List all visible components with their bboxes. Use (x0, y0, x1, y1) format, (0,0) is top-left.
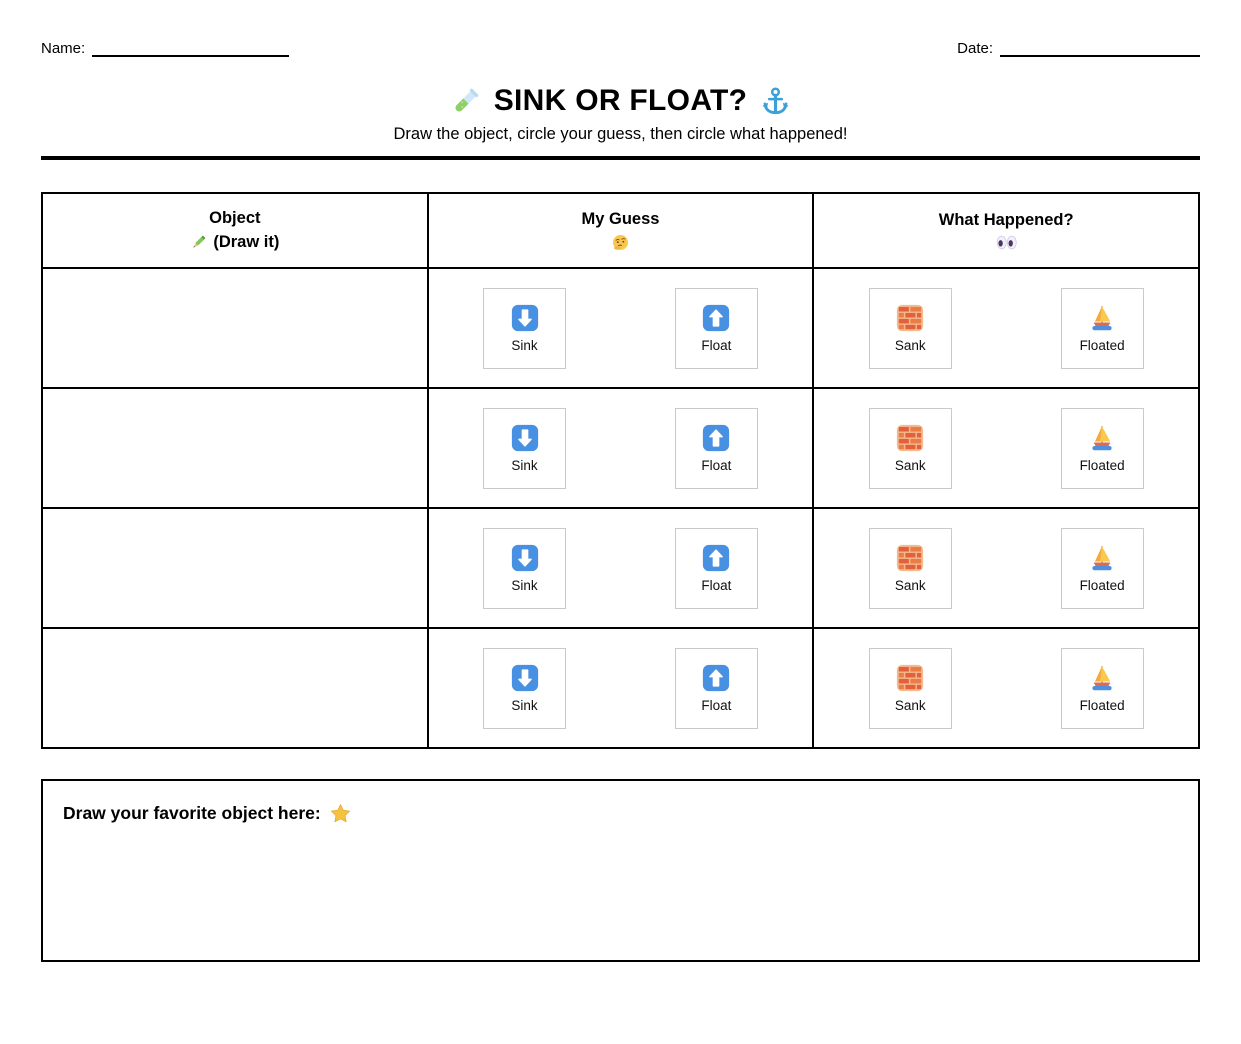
sank-option-box[interactable]: Sank (868, 647, 952, 729)
name-input-line[interactable] (92, 54, 290, 57)
sank-label: Sank (894, 337, 926, 353)
fields-row: Name: Date: (41, 40, 1200, 57)
float-option-box[interactable]: Float (674, 287, 758, 369)
down-arrow-icon (511, 304, 538, 331)
table-row: Sink Float (41, 387, 1200, 509)
floated-option-box[interactable]: Floated (1060, 407, 1144, 489)
sink-option-box[interactable]: Sink (483, 407, 567, 489)
thinking-face-icon (613, 235, 628, 250)
happened-header-title: What Happened? (938, 211, 1074, 229)
float-label: Float (701, 337, 732, 353)
column-header-object: Object (Draw it) (41, 192, 429, 269)
sank-option-box[interactable]: Sank (868, 407, 952, 489)
column-header-guess: My Guess (426, 192, 815, 269)
test-tube-icon (455, 88, 478, 111)
object-draw-cell[interactable] (41, 507, 429, 629)
favorite-object-label: Draw your favorite object here: (63, 803, 321, 823)
down-arrow-icon (511, 544, 538, 571)
table-row: Sink Float (41, 627, 1200, 749)
sailboat-icon (1092, 305, 1112, 330)
sailboat-icon (1092, 545, 1112, 570)
brick-icon (897, 304, 924, 331)
brick-icon (897, 424, 924, 451)
worksheet-page: Name: Date: SINK OR FLOAT? (0, 40, 1241, 962)
favorite-object-draw-area[interactable] (63, 824, 1178, 938)
sank-label: Sank (894, 457, 926, 473)
floated-option-box[interactable]: Floated (1060, 647, 1144, 729)
float-option-box[interactable]: Float (674, 527, 758, 609)
sink-label: Sink (511, 577, 538, 593)
object-draw-cell[interactable] (41, 627, 429, 749)
sank-option-box[interactable]: Sank (868, 527, 952, 609)
table-row: Sink Float (41, 267, 1200, 389)
column-header-happened: What Happened? (812, 192, 1200, 269)
guess-cell: Sink Float (426, 627, 815, 749)
brick-icon (897, 664, 924, 691)
happened-cell: Sank Floated (812, 267, 1200, 389)
up-arrow-icon (703, 664, 730, 691)
sink-option-box[interactable]: Sink (483, 647, 567, 729)
name-label: Name: (41, 40, 86, 57)
floated-label: Floated (1079, 577, 1125, 593)
name-field: Name: (41, 40, 290, 57)
float-label: Float (701, 577, 732, 593)
anchor-icon (762, 86, 789, 114)
date-field: Date: (957, 40, 1200, 57)
sank-label: Sank (894, 697, 926, 713)
sink-option-box[interactable]: Sink (483, 287, 567, 369)
worksheet-table: Object (Draw it) (41, 192, 1200, 749)
happened-cell: Sank Floated (812, 387, 1200, 509)
happened-cell: Sank Floated (812, 627, 1200, 749)
sink-label: Sink (511, 337, 538, 353)
date-label: Date: (957, 40, 993, 57)
up-arrow-icon (703, 544, 730, 571)
object-draw-cell[interactable] (41, 267, 429, 389)
up-arrow-icon (703, 304, 730, 331)
floated-label: Floated (1079, 337, 1125, 353)
sink-label: Sink (511, 697, 538, 713)
floated-label: Floated (1079, 697, 1125, 713)
page-subtitle: Draw the object, circle your guess, then… (393, 125, 848, 143)
float-label: Float (701, 697, 732, 713)
table-row: Sink Float (41, 507, 1200, 629)
sailboat-icon (1092, 425, 1112, 450)
down-arrow-icon (511, 424, 538, 451)
pencil-icon (193, 235, 206, 248)
happened-cell: Sank Floated (812, 507, 1200, 629)
header-divider (41, 156, 1200, 160)
eyes-icon (996, 235, 1017, 250)
worksheet-table-body: Sink Float (41, 267, 1200, 749)
guess-header-title: My Guess (581, 210, 660, 228)
float-label: Float (701, 457, 732, 473)
float-option-box[interactable]: Float (674, 407, 758, 489)
star-icon (330, 804, 350, 823)
object-draw-cell[interactable] (41, 387, 429, 509)
sink-label: Sink (511, 457, 538, 473)
favorite-object-box: Draw your favorite object here: (41, 779, 1200, 962)
favorite-object-label-row: Draw your favorite object here: (63, 803, 1178, 824)
page-title: SINK OR FLOAT? (493, 84, 748, 117)
object-header-title: Object (209, 209, 261, 227)
brick-icon (897, 544, 924, 571)
floated-option-box[interactable]: Floated (1060, 527, 1144, 609)
sailboat-icon (1092, 665, 1112, 690)
floated-option-box[interactable]: Floated (1060, 287, 1144, 369)
sank-label: Sank (894, 577, 926, 593)
down-arrow-icon (511, 664, 538, 691)
guess-cell: Sink Float (426, 267, 815, 389)
guess-cell: Sink Float (426, 387, 815, 509)
up-arrow-icon (703, 424, 730, 451)
sink-option-box[interactable]: Sink (483, 527, 567, 609)
sank-option-box[interactable]: Sank (868, 287, 952, 369)
object-header-subtitle: (Draw it) (213, 233, 280, 251)
guess-cell: Sink Float (426, 507, 815, 629)
worksheet-table-header: Object (Draw it) (41, 192, 1200, 269)
floated-label: Floated (1079, 457, 1125, 473)
date-input-line[interactable] (1000, 54, 1200, 57)
float-option-box[interactable]: Float (674, 647, 758, 729)
title-row: SINK OR FLOAT? (41, 84, 1200, 118)
